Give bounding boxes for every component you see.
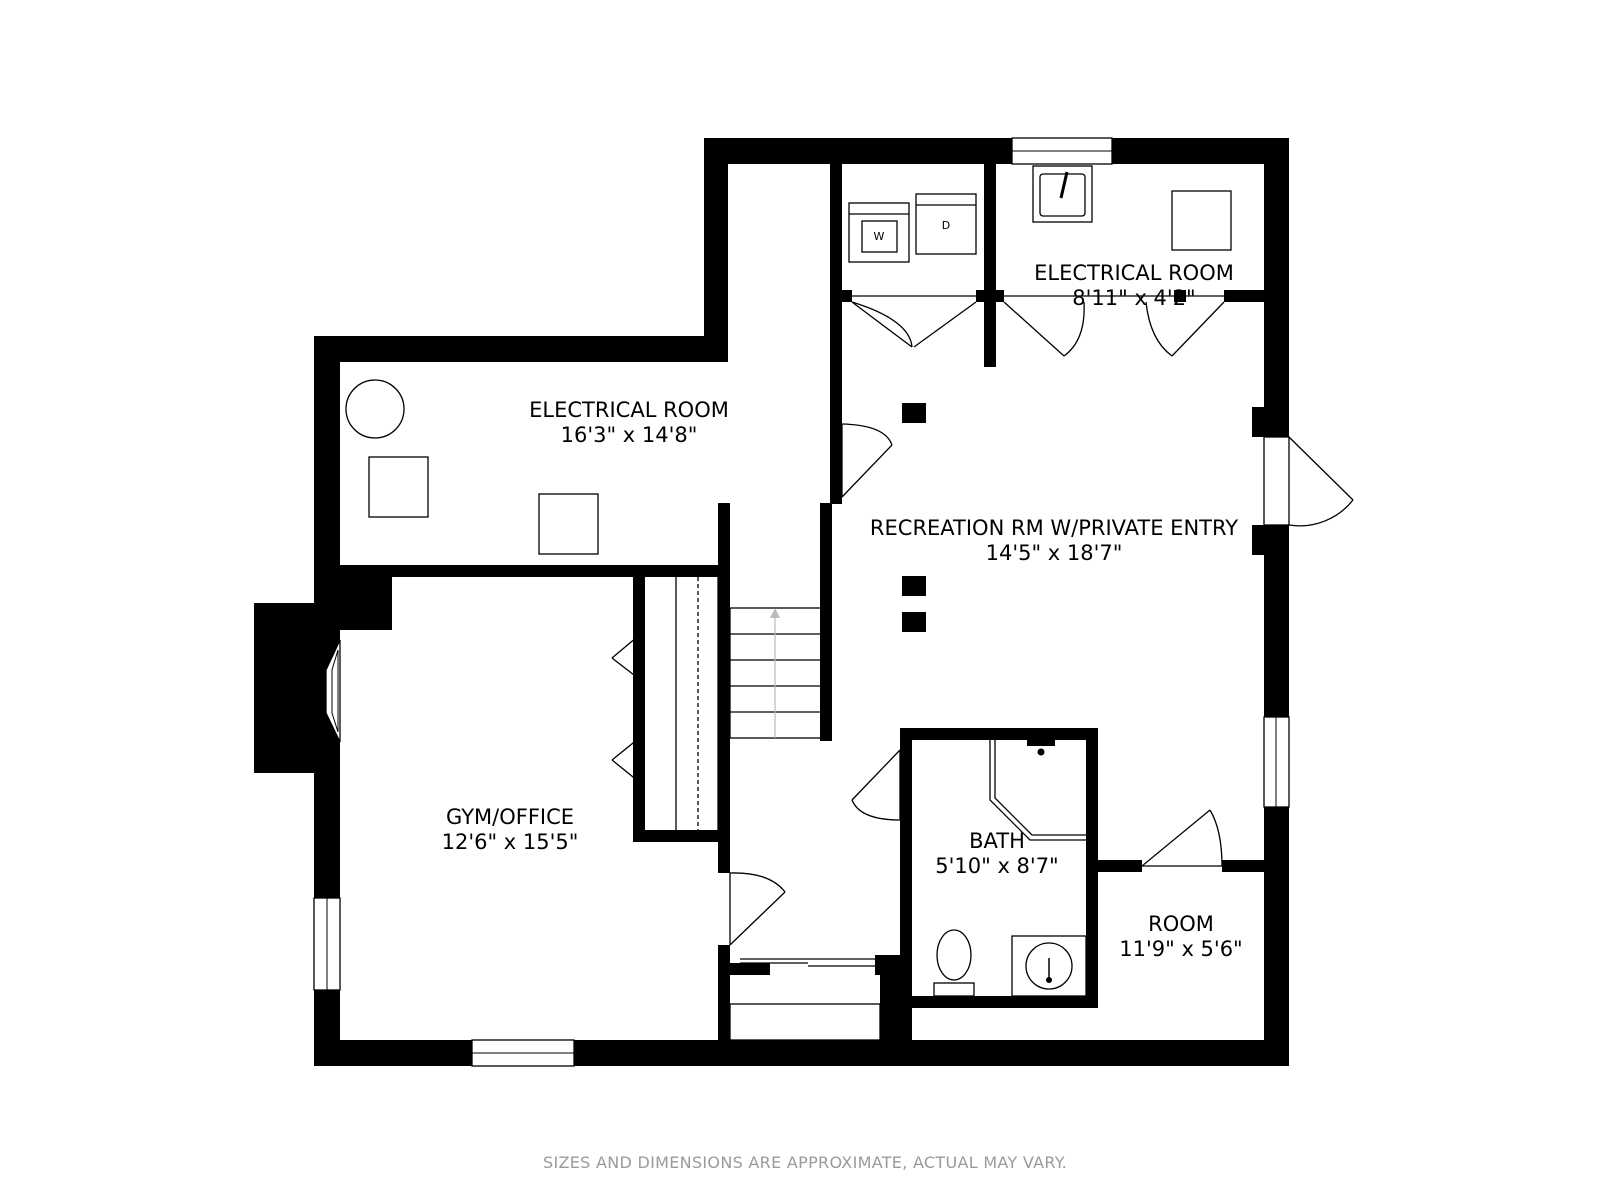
doors xyxy=(611,295,1354,967)
gym-office-size: 12'6" x 15'5" xyxy=(442,830,579,854)
room-labels: ELECTRICAL ROOM 16'3" x 14'8" ELECTRICAL… xyxy=(442,261,1243,961)
room-name: ROOM xyxy=(1148,912,1214,936)
dryer-icon: D xyxy=(915,193,977,255)
utility-box-icon xyxy=(1171,190,1232,251)
window-bottom xyxy=(471,1039,575,1067)
fixtures: W D xyxy=(345,165,1232,997)
water-heater-icon xyxy=(345,379,405,439)
vanity-sink-icon xyxy=(1011,935,1087,997)
disclaimer-footnote: SIZES AND DIMENSIONS ARE APPROXIMATE, AC… xyxy=(543,1153,1067,1172)
rec-room-door xyxy=(841,423,893,498)
room-door xyxy=(1141,809,1223,867)
window-right xyxy=(1263,716,1290,808)
bay-window xyxy=(325,639,341,743)
stairs xyxy=(729,607,823,739)
toilet-icon xyxy=(933,929,975,997)
laundry-doors xyxy=(851,295,977,348)
gym-office-name: GYM/OFFICE xyxy=(446,805,574,829)
bath-door xyxy=(851,749,901,821)
gym-door xyxy=(729,872,786,946)
exterior-walls xyxy=(254,138,1289,1066)
shower-icon xyxy=(989,740,1086,841)
recreation-room-size: 14'5" x 18'7" xyxy=(986,541,1123,565)
interior-walls xyxy=(340,164,1272,1046)
bath-size: 5'10" x 8'7" xyxy=(935,854,1058,878)
electrical-room-small-name: ELECTRICAL ROOM xyxy=(1034,261,1234,285)
window-top xyxy=(1011,137,1113,165)
windows xyxy=(313,137,1290,1067)
closet-slider xyxy=(740,958,875,967)
utility-box-icon xyxy=(538,493,599,555)
recreation-room-name: RECREATION RM W/PRIVATE ENTRY xyxy=(870,516,1238,540)
electrical-room-small-size: 8'11" x 4'2" xyxy=(1072,286,1195,310)
window-left xyxy=(313,897,341,991)
room-size: 11'9" x 5'6" xyxy=(1119,937,1242,961)
dryer-label: D xyxy=(942,219,950,232)
electrical-room-doors xyxy=(1003,295,1225,357)
electrical-room-main-name: ELECTRICAL ROOM xyxy=(529,398,729,422)
exterior-door xyxy=(1263,436,1354,527)
gym-closet xyxy=(675,577,719,830)
bottom-closet xyxy=(729,1003,881,1041)
bath-name: BATH xyxy=(969,829,1025,853)
closet-bifold-doors xyxy=(611,630,644,786)
washer-icon: W xyxy=(848,202,910,263)
washer-label: W xyxy=(874,230,885,243)
furnace-icon xyxy=(368,456,429,518)
electrical-room-main-size: 16'3" x 14'8" xyxy=(561,423,698,447)
laundry-sink-icon xyxy=(1032,165,1093,223)
